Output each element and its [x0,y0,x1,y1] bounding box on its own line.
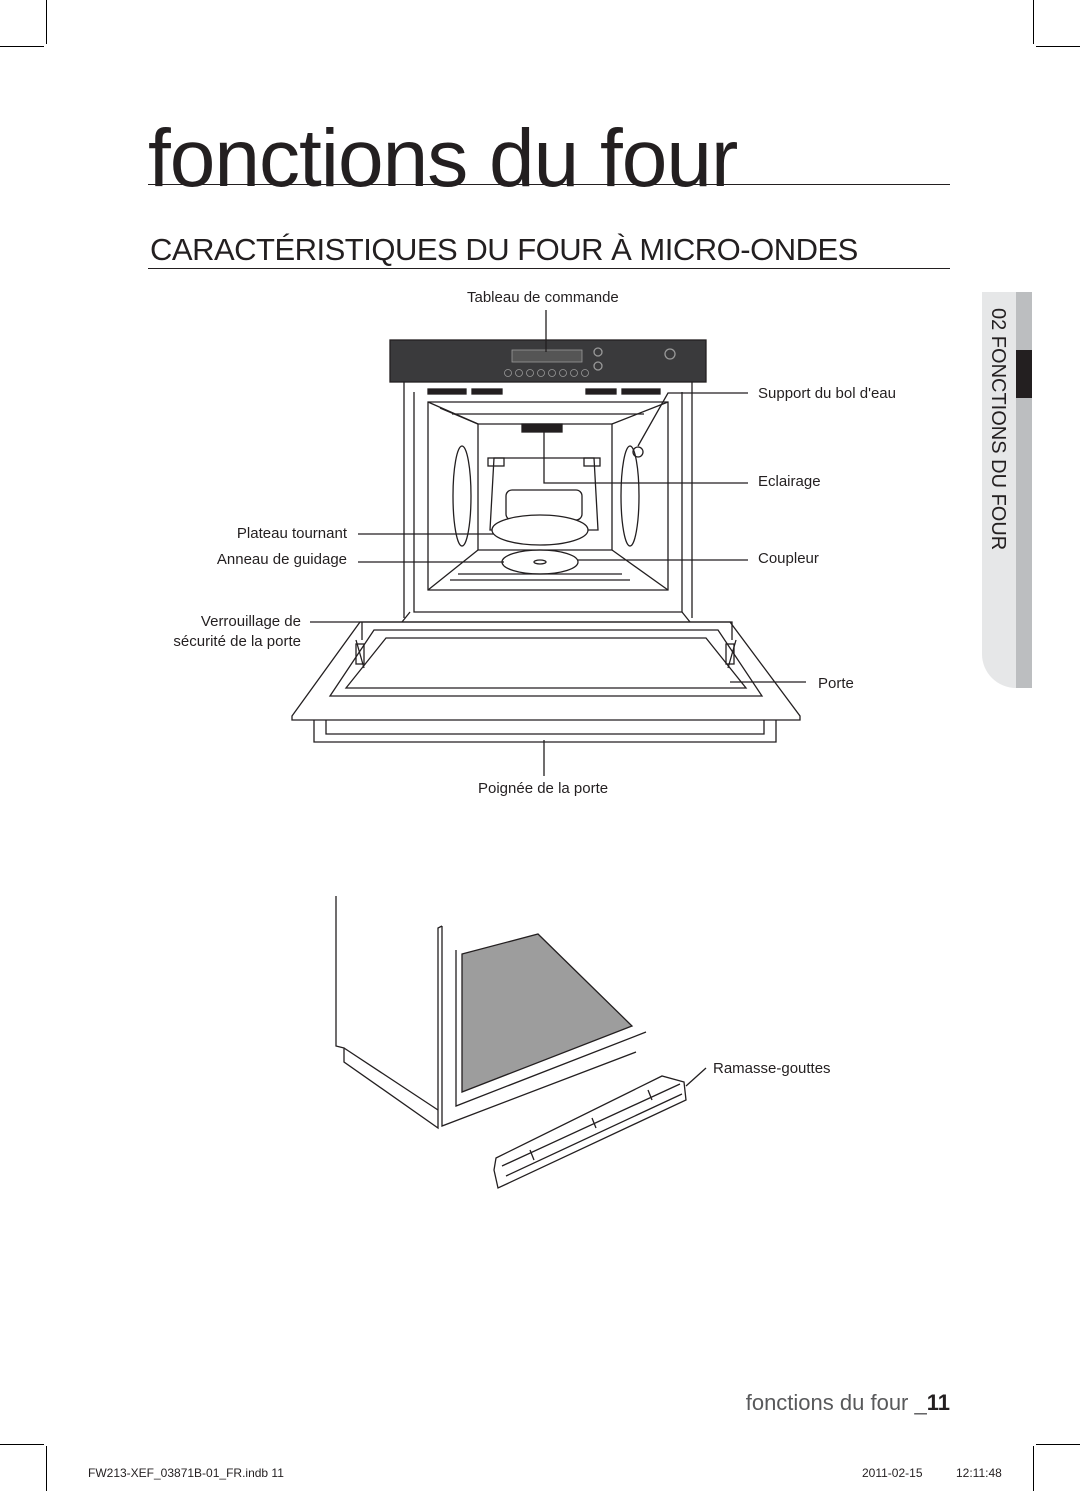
vent-slot [585,388,617,395]
chapter-side-tab: 02 FONCTIONS DU FOUR [982,292,1032,688]
label-door-lock-line2: sécurité de la porte [173,633,301,650]
label-water-bowl-support: Support du bol d'eau [758,385,896,402]
crop-mark [46,0,47,44]
panel-button [515,369,523,377]
label-coupler: Coupleur [758,550,819,567]
water-bowl-support [632,446,644,458]
footer-time: 12:11:48 [956,1466,1002,1480]
inner-bracket [487,457,505,467]
door-hinge [355,639,737,669]
panel-button [581,369,589,377]
vent-slot [427,388,467,395]
section-heading: CARACTÉRISTIQUES DU FOUR À MICRO-ONDES [150,232,858,267]
label-control-panel: Tableau de commande [467,289,619,306]
inner-bracket [583,457,601,467]
inner-grill [489,457,599,531]
footer-date: 2011-02-15 [862,1466,923,1480]
side-tab-background [982,292,1016,688]
crop-mark [1036,46,1080,47]
side-tab-label: 02 FONCTIONS DU FOUR [987,308,1009,551]
crop-mark [0,46,44,47]
guide-ring [501,549,579,575]
label-door: Porte [818,675,854,692]
coupler [533,559,547,565]
panel-button [559,369,567,377]
power-button [664,348,676,360]
label-door-lock-line1: Verrouillage de [200,613,301,630]
page-title: fonctions du four [148,113,738,204]
footer-page-number: 11 [926,1390,950,1415]
crop-mark [1036,1444,1080,1445]
cavity-roof [439,407,644,425]
leader-door-lock [310,621,733,640]
label-lighting: Eclairage [758,473,821,490]
drip-tray [493,1075,687,1189]
drip-tray-detail [501,1083,683,1177]
display-window [511,349,583,363]
panel-button [504,369,512,377]
footer-file-info: FW213-XEF_03871B-01_FR.indb 11 [88,1466,284,1480]
vent-slot [471,388,503,395]
footer-section-name: fonctions du four _11 [746,1390,950,1416]
oven-side-body [335,896,443,1130]
leader-lighting [543,430,748,484]
crop-mark [0,1444,44,1445]
label-guide-ring: Anneau de guidage [216,551,347,568]
turntable [491,514,589,546]
door-handle [313,720,777,743]
side-wall-left [452,445,472,547]
label-door-handle: Poignée de la porte [478,780,609,797]
light-cover [521,423,563,433]
leader-water-bowl [637,392,748,447]
section-rule [148,268,950,269]
crop-mark [46,1446,47,1491]
oven-window [461,933,634,1093]
panel-button [537,369,545,377]
oven-window-shade [462,934,632,1092]
side-tab-marker [1016,350,1032,398]
control-knob [593,361,603,371]
side-wall-right [620,445,640,547]
door-lock-right [725,643,735,665]
door-outer [291,621,801,721]
door-edge [401,611,691,623]
oven-side-edge [343,1047,439,1111]
panel-button [548,369,556,377]
panel-button [526,369,534,377]
title-rule [148,184,950,185]
vent-slot [621,388,661,395]
door-frame [328,629,764,697]
control-knob [593,347,603,357]
door-lock-left [355,643,365,665]
label-turntable: Plateau tournant [236,525,347,542]
panel-button [570,369,578,377]
label-drip-tray: Ramasse-gouttes [713,1060,831,1077]
footer-section-text: fonctions du four _ [745,1390,927,1415]
crop-mark [1033,0,1034,44]
door-glass [344,637,748,689]
oven-frame [413,392,683,613]
cavity-floor [450,573,630,581]
oven-side-panel [441,926,637,1127]
leader-drip-tray [685,1067,707,1087]
oven-front-frame [455,950,647,1107]
oven-body [403,382,693,618]
crop-mark [1033,1446,1034,1491]
